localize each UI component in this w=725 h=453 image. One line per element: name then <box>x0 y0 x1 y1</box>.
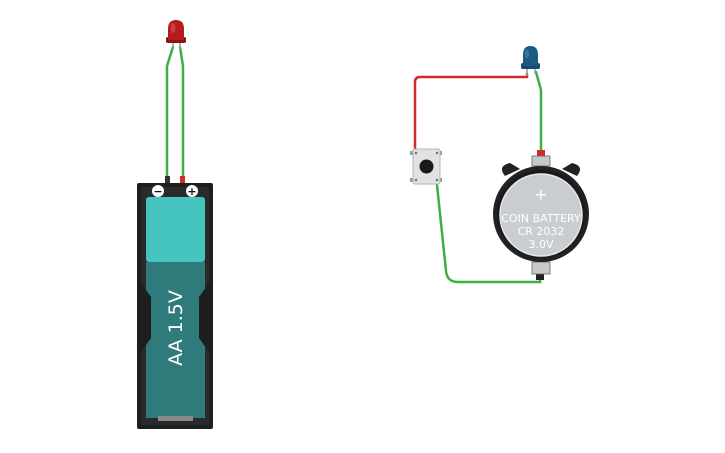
wire-green-led-to-aa-plus[interactable] <box>178 45 185 184</box>
aa-minus-terminal-pin <box>165 176 170 184</box>
coin-minus-terminal-pin <box>536 272 544 280</box>
red-led-dome <box>168 20 184 40</box>
aa-minus-terminal[interactable] <box>152 185 164 197</box>
aa-battery-label: AA 1.5V <box>165 290 187 366</box>
aa-minus-symbol: − <box>153 185 162 198</box>
wire-red-led-to-button[interactable] <box>413 72 529 152</box>
coin-circuit-wires <box>413 70 543 284</box>
coin-battery-label-line1: COIN BATTERY <box>501 212 581 225</box>
red-led[interactable] <box>166 20 186 50</box>
blue-led[interactable] <box>521 46 540 76</box>
aa-battery[interactable]: − + AA 1.5V <box>137 176 213 429</box>
coin-battery-label-line3: 3.0V <box>528 238 553 251</box>
coin-battery-face <box>500 174 582 256</box>
coin-battery-label-line2: CR 2032 <box>518 225 565 238</box>
pushbutton[interactable] <box>410 148 442 185</box>
wire-green-button-to-coin-minus[interactable] <box>435 183 542 284</box>
aa-battery-cap <box>146 197 205 262</box>
aa-plus-terminal[interactable] <box>186 185 198 197</box>
coin-battery[interactable]: + COIN BATTERY CR 2032 3.0V <box>493 150 589 280</box>
aa-plus-terminal-pin <box>180 176 185 184</box>
wire-green-led-to-aa-minus[interactable] <box>165 45 175 184</box>
coin-plus-terminal-pin <box>537 150 545 157</box>
aa-led-wires <box>165 45 185 184</box>
coin-plus-symbol: + <box>534 185 547 204</box>
wire-green-led-to-coin-plus[interactable] <box>534 70 543 154</box>
aa-battery-body <box>146 262 205 418</box>
aa-plus-symbol: + <box>187 185 196 198</box>
pushbutton-cap[interactable] <box>419 159 434 174</box>
